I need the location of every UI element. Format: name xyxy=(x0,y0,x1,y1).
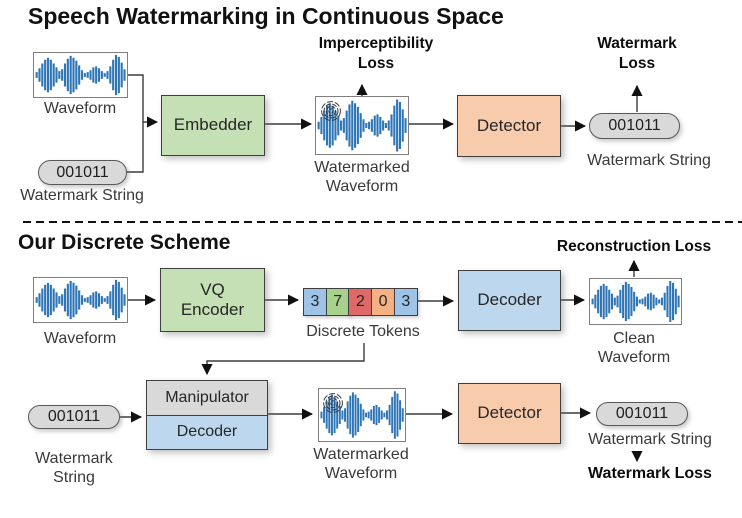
waveform-label: Waveform xyxy=(43,100,117,117)
watermark-string-pill: 001011 xyxy=(38,160,127,185)
token: 3 xyxy=(393,288,418,316)
waveform-graphic xyxy=(35,279,126,321)
watermark-string-label-output-2: Watermark String xyxy=(588,431,712,448)
detector-box: Detector xyxy=(457,95,561,157)
waveform-image xyxy=(33,52,128,98)
waveform-graphic xyxy=(320,391,404,439)
token: 0 xyxy=(371,288,396,316)
connector-tokens-manipulator xyxy=(201,343,365,376)
vq-encoder-box: VQ Encoder xyxy=(160,268,265,332)
waveform-graphic xyxy=(591,280,680,323)
watermark-string-pill-output: 001011 xyxy=(589,113,680,139)
watermark-string-label: Watermark String xyxy=(20,187,144,204)
watermarked-waveform-label-2: Watermarked Waveform xyxy=(313,446,409,482)
waveform-image-2 xyxy=(33,277,128,323)
imperceptibility-loss-label: Imperceptibility Loss xyxy=(318,35,434,73)
section-title-continuous: Speech Watermarking in Continuous Space xyxy=(28,3,504,29)
reconstruction-loss-label: Reconstruction Loss xyxy=(556,238,712,255)
fingerprint-icon-2 xyxy=(323,393,343,413)
fingerprint-icon xyxy=(321,101,341,121)
token: 3 xyxy=(303,288,327,316)
waveform-graphic xyxy=(317,99,407,152)
decoder-box: Decoder xyxy=(458,270,561,331)
watermark-string-label-output: Watermark String xyxy=(587,152,711,169)
watermarked-waveform-label: Watermarked Waveform xyxy=(314,159,410,195)
waveform-graphic xyxy=(35,54,126,96)
clean-waveform-label: Clean Waveform xyxy=(597,330,671,366)
token: 7 xyxy=(325,288,350,316)
section-title-discrete: Our Discrete Scheme xyxy=(18,231,231,254)
manipulator-box: Manipulator xyxy=(147,381,267,416)
manipulator-decoder-half: Decoder xyxy=(147,415,267,449)
watermark-string-pill-output-2: 001011 xyxy=(596,402,688,426)
detector-box-2: Detector xyxy=(458,383,561,444)
token: 2 xyxy=(348,288,373,316)
watermarked-waveform-image-2 xyxy=(318,388,406,442)
connector-waveform-pill-join xyxy=(127,74,144,173)
clean-waveform-image xyxy=(589,278,682,325)
watermarked-waveform-image xyxy=(315,96,409,155)
watermark-string-pill-2: 001011 xyxy=(28,405,120,429)
watermark-loss-label-top: Watermark Loss xyxy=(597,35,677,73)
discrete-tokens-label: Discrete Tokens xyxy=(306,323,420,340)
waveform-label-2: Waveform xyxy=(43,330,117,347)
manipulator-decoder-box: Manipulator Decoder xyxy=(146,380,268,450)
watermark-loss-label-bottom: Watermark Loss xyxy=(588,465,712,482)
discrete-tokens: 3 7 2 0 3 xyxy=(303,288,418,316)
watermark-string-label-2: Watermark String xyxy=(35,450,113,486)
embedder-box: Embedder xyxy=(161,95,265,156)
